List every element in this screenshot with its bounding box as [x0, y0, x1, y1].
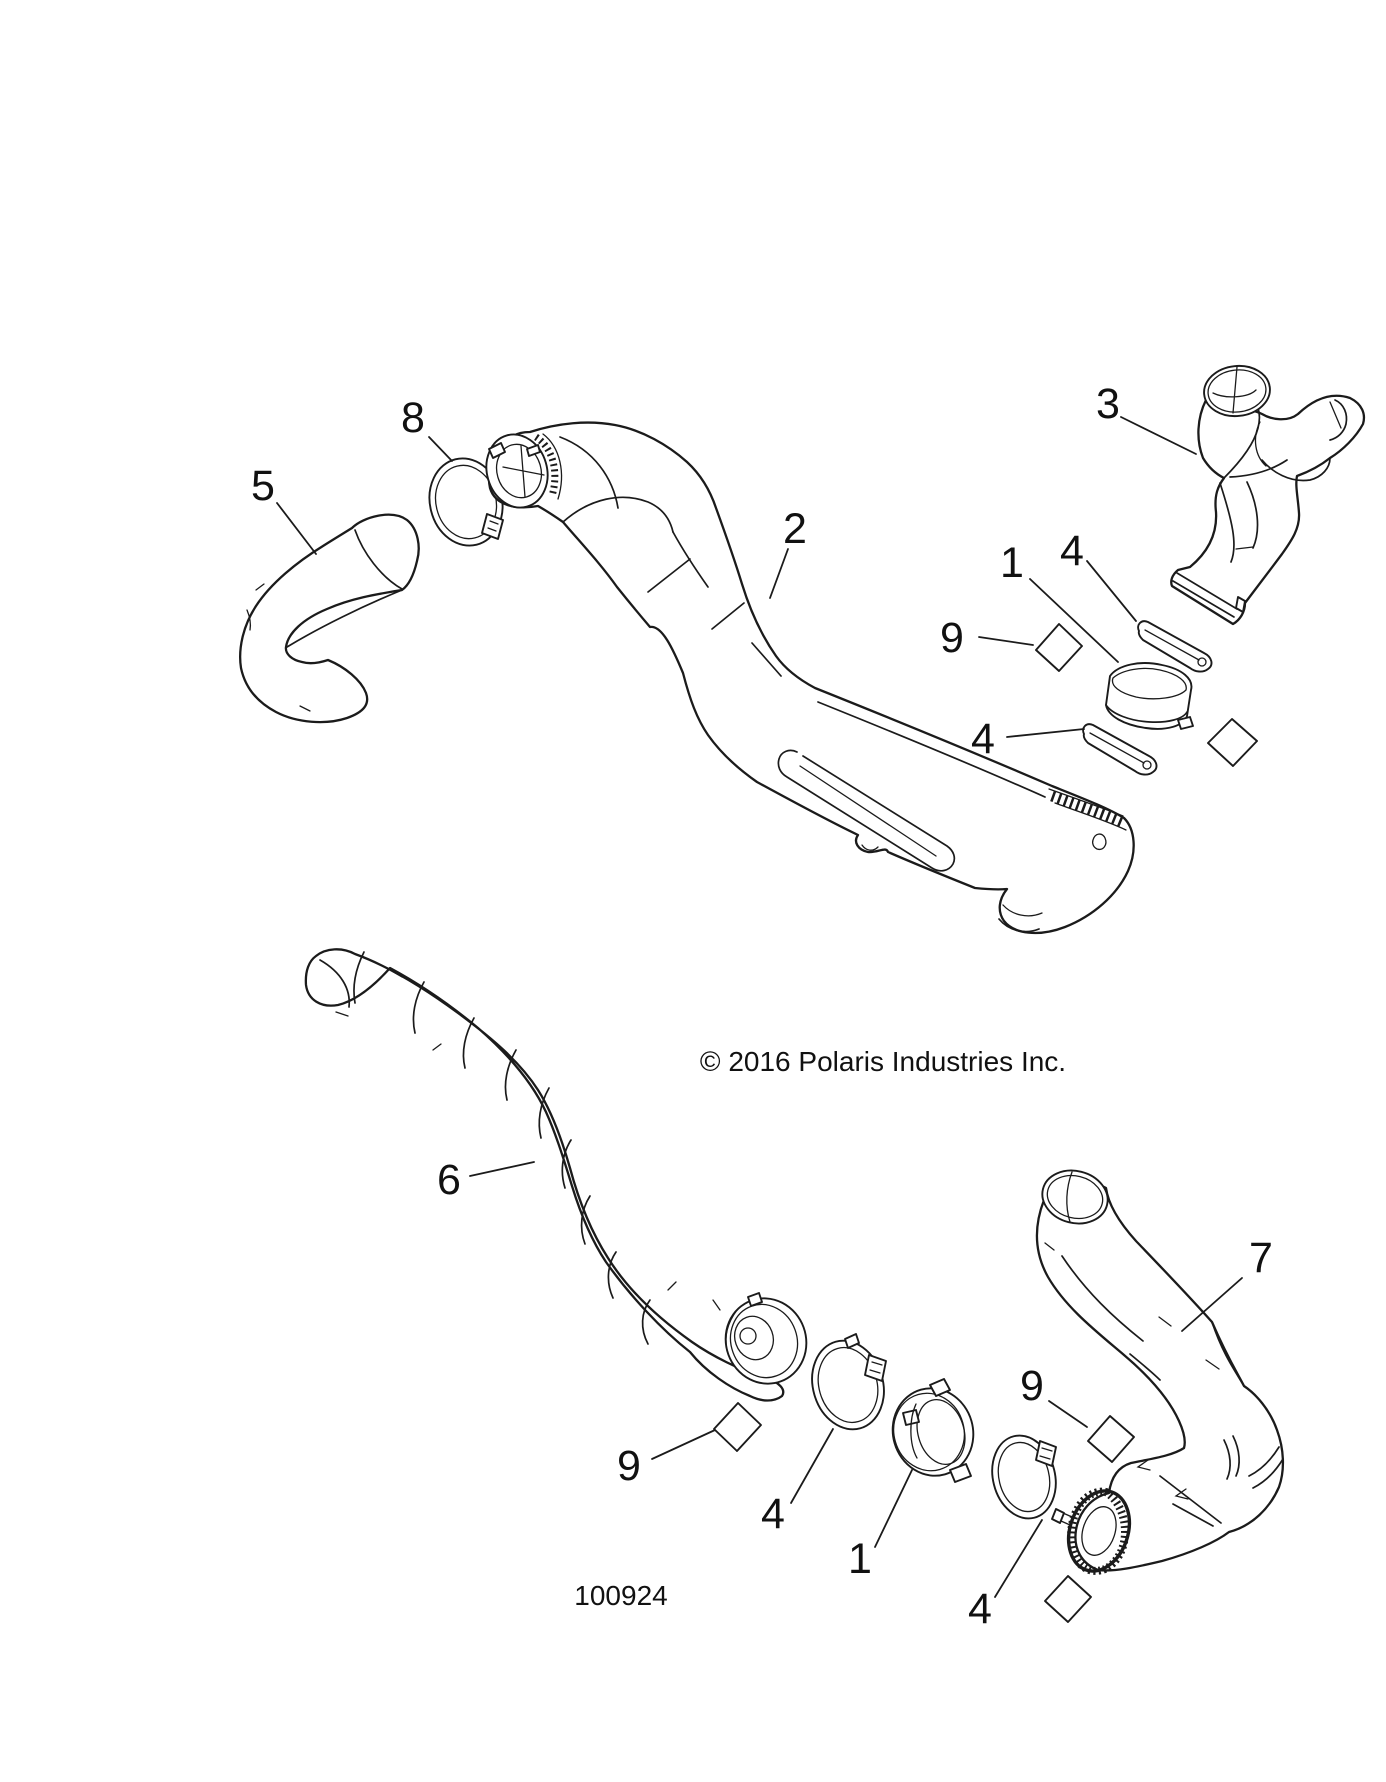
part-pad-9-upper-left [1035, 623, 1083, 672]
callout-9-upper-label: 9 [940, 614, 964, 662]
callout-8: 8 [401, 394, 453, 462]
callout-7: 7 [1181, 1234, 1273, 1332]
callouts: 8 5 2 3 1 4 9 4 [251, 380, 1273, 1633]
callout-4-upper-top: 4 [1060, 527, 1137, 622]
callout-6-label: 6 [437, 1156, 461, 1204]
callout-4-lower-right-label: 4 [968, 1585, 992, 1633]
callout-1-upper: 1 [1000, 539, 1119, 663]
callout-4-upper-bottom: 4 [971, 715, 1085, 763]
callout-9-lower-left-label: 9 [617, 1442, 641, 1490]
part-clamp-4-upper-top [1137, 620, 1213, 673]
callout-3: 3 [1096, 380, 1197, 455]
callout-9-upper: 9 [940, 614, 1034, 662]
lower-assembly [304, 948, 1285, 1623]
copyright-text: © 2016 Polaris Industries Inc. [700, 1046, 1066, 1077]
callout-3-label: 3 [1096, 380, 1120, 428]
part-clamp-4-lower-left [811, 1333, 887, 1431]
callout-2: 2 [769, 505, 807, 599]
part-clamp-4-upper-bottom [1082, 723, 1158, 776]
part-pad-9-lower-bottom [1044, 1575, 1092, 1623]
part-pad-9-upper-right [1207, 718, 1258, 767]
part-duct-3 [1170, 364, 1366, 626]
part-clamp-4-lower-right [991, 1434, 1057, 1520]
callout-1-lower-label: 1 [848, 1535, 872, 1583]
callout-2-label: 2 [783, 505, 807, 553]
callout-9-lower-left: 9 [617, 1429, 716, 1490]
part-pad-9-lower-mid [1087, 1415, 1135, 1463]
callout-5-label: 5 [251, 462, 275, 510]
callout-4-lower-left: 4 [761, 1428, 834, 1538]
callout-4-lower-left-label: 4 [761, 1490, 785, 1538]
part-coupler-1-lower [891, 1378, 975, 1483]
upper-assembly [239, 364, 1366, 935]
callout-7-label: 7 [1249, 1234, 1273, 1282]
part-duct-2 [485, 421, 1135, 935]
callout-1-upper-label: 1 [1000, 539, 1024, 587]
callout-1-lower: 1 [848, 1469, 913, 1583]
callout-9-lower-mid: 9 [1020, 1362, 1088, 1428]
callout-8-label: 8 [401, 394, 425, 442]
callout-4-upper-bottom-label: 4 [971, 715, 995, 763]
callout-5: 5 [251, 462, 317, 555]
callout-9-lower-mid-label: 9 [1020, 1362, 1044, 1410]
part-hose-7 [1035, 1169, 1285, 1575]
figure-part-number: 100924 [574, 1580, 667, 1611]
callout-4-lower-right: 4 [968, 1519, 1043, 1633]
callout-6: 6 [437, 1156, 535, 1204]
part-pad-9-lower-left [713, 1402, 762, 1452]
part-hose-5 [239, 513, 420, 724]
part-coupler-1-upper [1105, 662, 1194, 730]
callout-4-upper-top-label: 4 [1060, 527, 1084, 575]
part-hose-6 [304, 948, 808, 1402]
